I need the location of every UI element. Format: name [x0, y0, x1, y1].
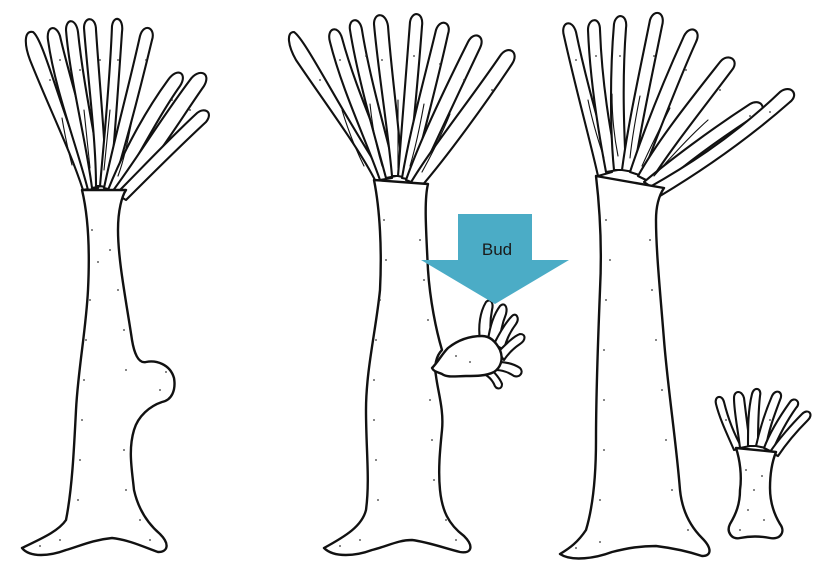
bud-arrow-label: Bud: [482, 240, 512, 259]
hydra-3-tentacles: [563, 13, 794, 196]
detached-young-hydra-tentacles: [716, 389, 811, 456]
hydra-1: [22, 19, 209, 555]
detached-young-hydra-body: [729, 448, 783, 538]
hydra-2-bud: [432, 300, 525, 388]
hydra-1-body: [22, 190, 175, 555]
hydra-2-tentacles: [289, 14, 515, 188]
bud-arrow-shape: [421, 214, 569, 304]
detached-young-hydra: [716, 389, 811, 538]
hydra-1-tentacles: [26, 19, 209, 200]
bud-arrow: Bud: [421, 214, 569, 304]
hydra-3-body: [560, 176, 710, 558]
